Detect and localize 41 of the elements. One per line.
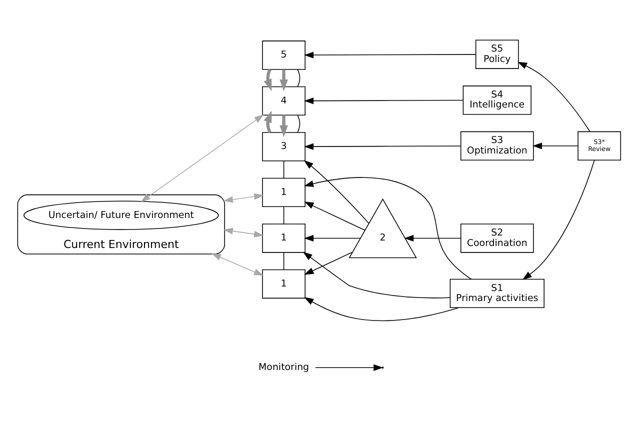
arrow — [522, 160, 595, 280]
node-text: Monitoring — [258, 362, 310, 374]
node-box: S5 Policy — [475, 40, 519, 69]
arrow — [304, 160, 370, 224]
node-box: 1 — [262, 178, 306, 208]
arrow — [140, 114, 264, 202]
connector — [283, 160, 284, 179]
connector — [283, 252, 284, 270]
node-box: S3 Optimization — [460, 131, 534, 160]
node-ellipse: Uncertain/ Future Environment — [24, 200, 219, 230]
connector — [283, 206, 284, 224]
connector — [297, 69, 300, 88]
arrow — [304, 252, 353, 275]
node-box: 3 — [262, 132, 306, 162]
arrow — [264, 110, 272, 134]
arrow — [280, 115, 288, 138]
node-box: 5 — [262, 40, 306, 70]
node-box: 1 — [262, 269, 306, 299]
arrow — [518, 62, 590, 132]
arrow — [223, 193, 264, 203]
arrow — [264, 68, 272, 92]
arrow — [304, 97, 464, 104]
arrow — [404, 234, 462, 242]
arrow — [304, 52, 476, 58]
arrow — [302, 252, 450, 298]
node-box: S4 Intelligence — [462, 86, 532, 115]
node-box: 4 — [262, 86, 306, 116]
arrow — [304, 143, 461, 150]
node-box: 1 — [262, 224, 306, 253]
node-box: S2 Coordination — [460, 224, 534, 253]
arrow — [304, 297, 459, 322]
connector — [297, 114, 300, 133]
arrow — [304, 234, 361, 242]
arrow — [304, 177, 472, 280]
arrow — [280, 69, 288, 92]
arrow — [223, 228, 264, 238]
arrow — [532, 142, 578, 150]
arrow — [304, 202, 366, 231]
node-box: S1 Primary activities — [450, 278, 544, 308]
arrow — [212, 254, 264, 276]
arrow — [315, 364, 384, 371]
